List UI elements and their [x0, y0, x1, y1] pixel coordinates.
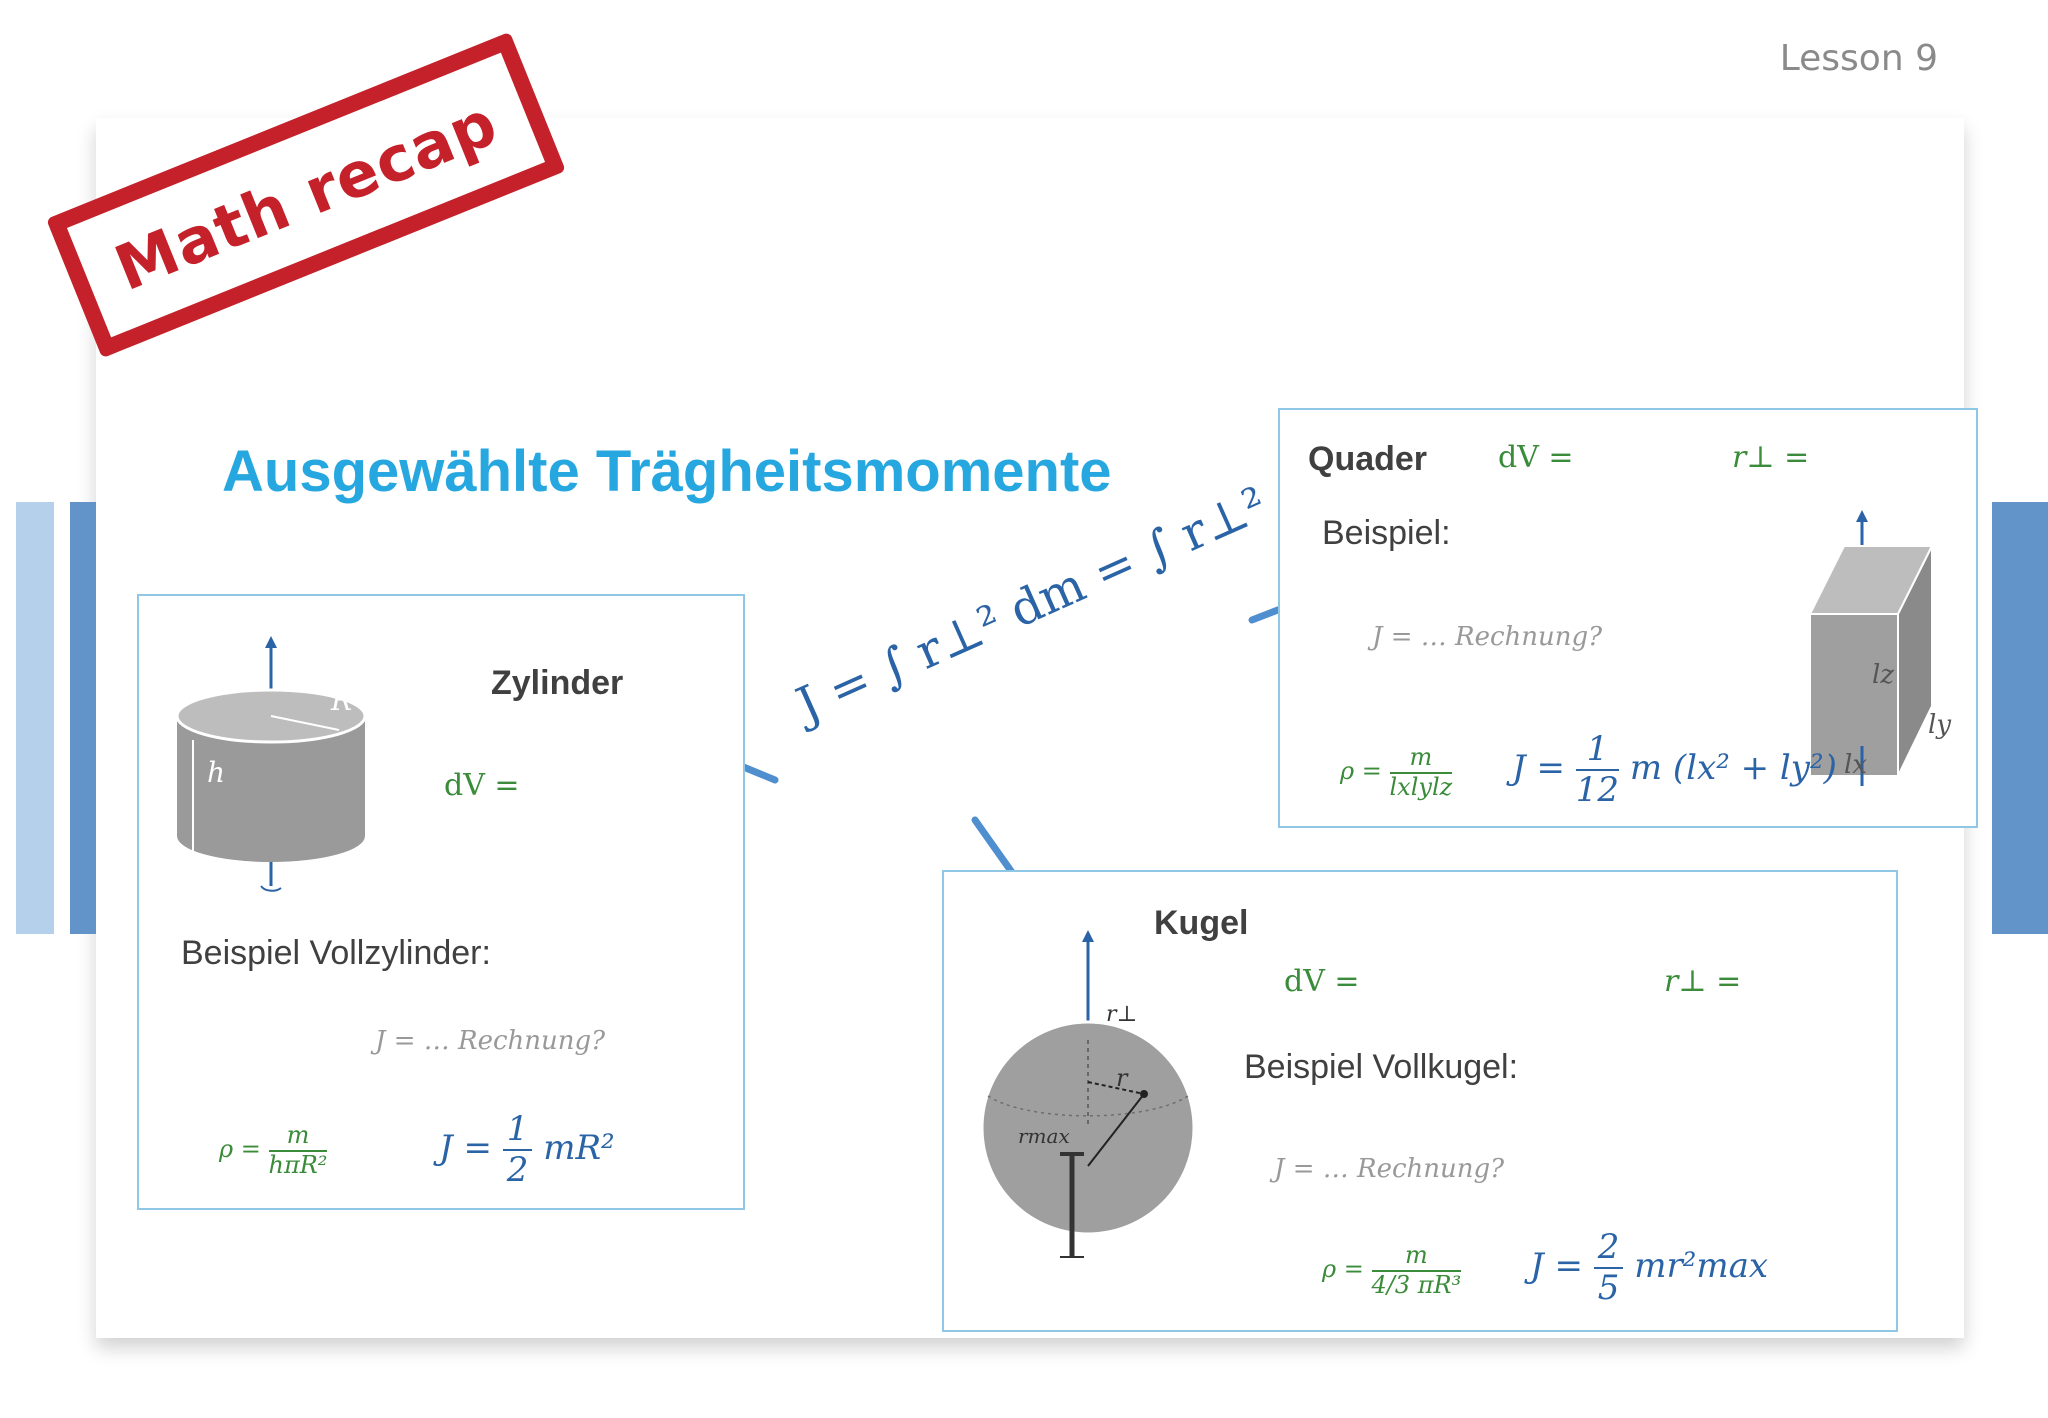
sphere-label-r: r: [1116, 1064, 1128, 1092]
cuboid-rho-lhs: ρ =: [1340, 757, 1382, 786]
cuboid-arrow-icon: [1856, 510, 1868, 522]
cylinder-rho-num: m: [268, 1121, 328, 1152]
cylinder-rho-den: hπR²: [268, 1150, 328, 1179]
sphere-rperp-line: [1087, 1081, 1145, 1095]
cylinder-rho-fraction: m hπR²: [268, 1121, 328, 1179]
cuboid-result-rhs: m (lx² + ly²): [1629, 748, 1837, 789]
sphere-example: Beispiel Vollkugel:: [1244, 1048, 1519, 1086]
cuboid-label-lz: lz: [1872, 660, 1895, 690]
cuboid-result-fraction: 1 12: [1575, 729, 1620, 811]
slide-title: Ausgewählte Trägheitsmomente: [222, 439, 1112, 504]
cylinder-illustration: [175, 636, 367, 892]
sphere-rho-lhs: ρ =: [1322, 1255, 1364, 1284]
sphere-rho-fraction: m 4/3 πR³: [1371, 1241, 1462, 1299]
sphere-box: r⊥ r rmax Kugel dV = r⊥ = Beispiel Vollk…: [942, 870, 1898, 1332]
sphere-arrow-icon: [1082, 930, 1094, 942]
cuboid-result-num: 1: [1575, 729, 1620, 772]
cylinder-arrow-icon: [265, 636, 277, 648]
cuboid-label-ly: ly: [1928, 710, 1952, 740]
cylinder-result-rhs: mR²: [543, 1128, 615, 1169]
cylinder-result-fraction: 1 2: [502, 1109, 533, 1191]
left-bar-light: [16, 502, 54, 934]
sphere-result-rhs: mr²max: [1634, 1246, 1769, 1287]
sphere-rperp: r⊥ =: [1664, 964, 1742, 999]
sphere-result-den: 5: [1597, 1268, 1620, 1309]
cylinder-radius-line: [270, 715, 340, 731]
sphere-latitude: [987, 1095, 1189, 1117]
sphere-result-fraction: 2 5: [1593, 1227, 1624, 1309]
sphere-j-placeholder: J = … Rechnung?: [1274, 1154, 1505, 1184]
cuboid-dv: dV =: [1498, 440, 1574, 475]
cuboid-box: Quader dV = r⊥ = Beispiel: J = … Rechnun…: [1278, 408, 1978, 828]
cylinder-density: ρ = m hπR²: [219, 1121, 328, 1179]
cuboid-rho-num: m: [1389, 743, 1453, 774]
cuboid-rperp: r⊥ =: [1732, 440, 1810, 475]
sphere-result: J = 2 5 mr²max: [1530, 1227, 1769, 1309]
cylinder-body: [177, 716, 365, 862]
right-bar: [1992, 502, 2048, 934]
sphere-radius-line: [1087, 1093, 1145, 1167]
cuboid-illustration: [1808, 510, 1934, 786]
cuboid-density: ρ = m lxlylz: [1340, 743, 1453, 801]
lesson-label: Lesson 9: [1779, 38, 1938, 79]
sphere-result-lhs: J =: [1530, 1246, 1583, 1287]
cylinder-label-h: h: [207, 756, 226, 789]
cuboid-result-den: 12: [1575, 770, 1620, 811]
cylinder-heading: Zylinder: [491, 664, 624, 702]
sphere-rho-num: m: [1371, 1241, 1462, 1272]
sphere-point: [1140, 1090, 1148, 1098]
rotation-arrow-icon: [260, 885, 282, 892]
sphere-label-rperp: r⊥: [1106, 1002, 1138, 1027]
cylinder-rho-lhs: ρ =: [219, 1135, 261, 1164]
cuboid-front-face: [1809, 613, 1899, 777]
cylinder-label-r: R: [331, 684, 353, 717]
cylinder-result: J = 1 2 mR²: [439, 1109, 615, 1191]
sphere-result-num: 2: [1593, 1227, 1624, 1270]
cuboid-result-lhs: J =: [1512, 748, 1565, 789]
left-bar: [70, 502, 96, 934]
sphere-illustration: [980, 930, 1196, 1258]
sphere-label-rmax: rmax: [1018, 1124, 1070, 1148]
cylinder-example: Beispiel Vollzylinder:: [181, 934, 491, 972]
sphere-density: ρ = m 4/3 πR³: [1322, 1241, 1462, 1299]
cuboid-rho-den: lxlylz: [1389, 772, 1453, 801]
cylinder-dv: dV =: [444, 768, 520, 803]
sphere-rho-den: 4/3 πR³: [1371, 1270, 1462, 1299]
cuboid-label-lx: lx: [1844, 750, 1867, 780]
cylinder-box: R h Zylinder dV = Beispiel Vollzylinder:…: [137, 594, 745, 1210]
cylinder-j-placeholder: J = … Rechnung?: [375, 1026, 606, 1056]
sphere-body: [980, 1020, 1196, 1236]
cuboid-heading: Quader: [1308, 440, 1428, 478]
cylinder-result-num: 1: [502, 1109, 533, 1152]
sphere-heading: Kugel: [1154, 904, 1249, 942]
cuboid-rho-fraction: m lxlylz: [1389, 743, 1453, 801]
cylinder-result-den: 2: [506, 1150, 529, 1191]
sphere-dv: dV =: [1284, 964, 1360, 999]
cuboid-j-placeholder: J = … Rechnung?: [1372, 622, 1603, 652]
cylinder-result-lhs: J =: [439, 1128, 492, 1169]
cuboid-example: Beispiel:: [1322, 514, 1451, 552]
cuboid-result: J = 1 12 m (lx² + ly²): [1512, 729, 1837, 811]
